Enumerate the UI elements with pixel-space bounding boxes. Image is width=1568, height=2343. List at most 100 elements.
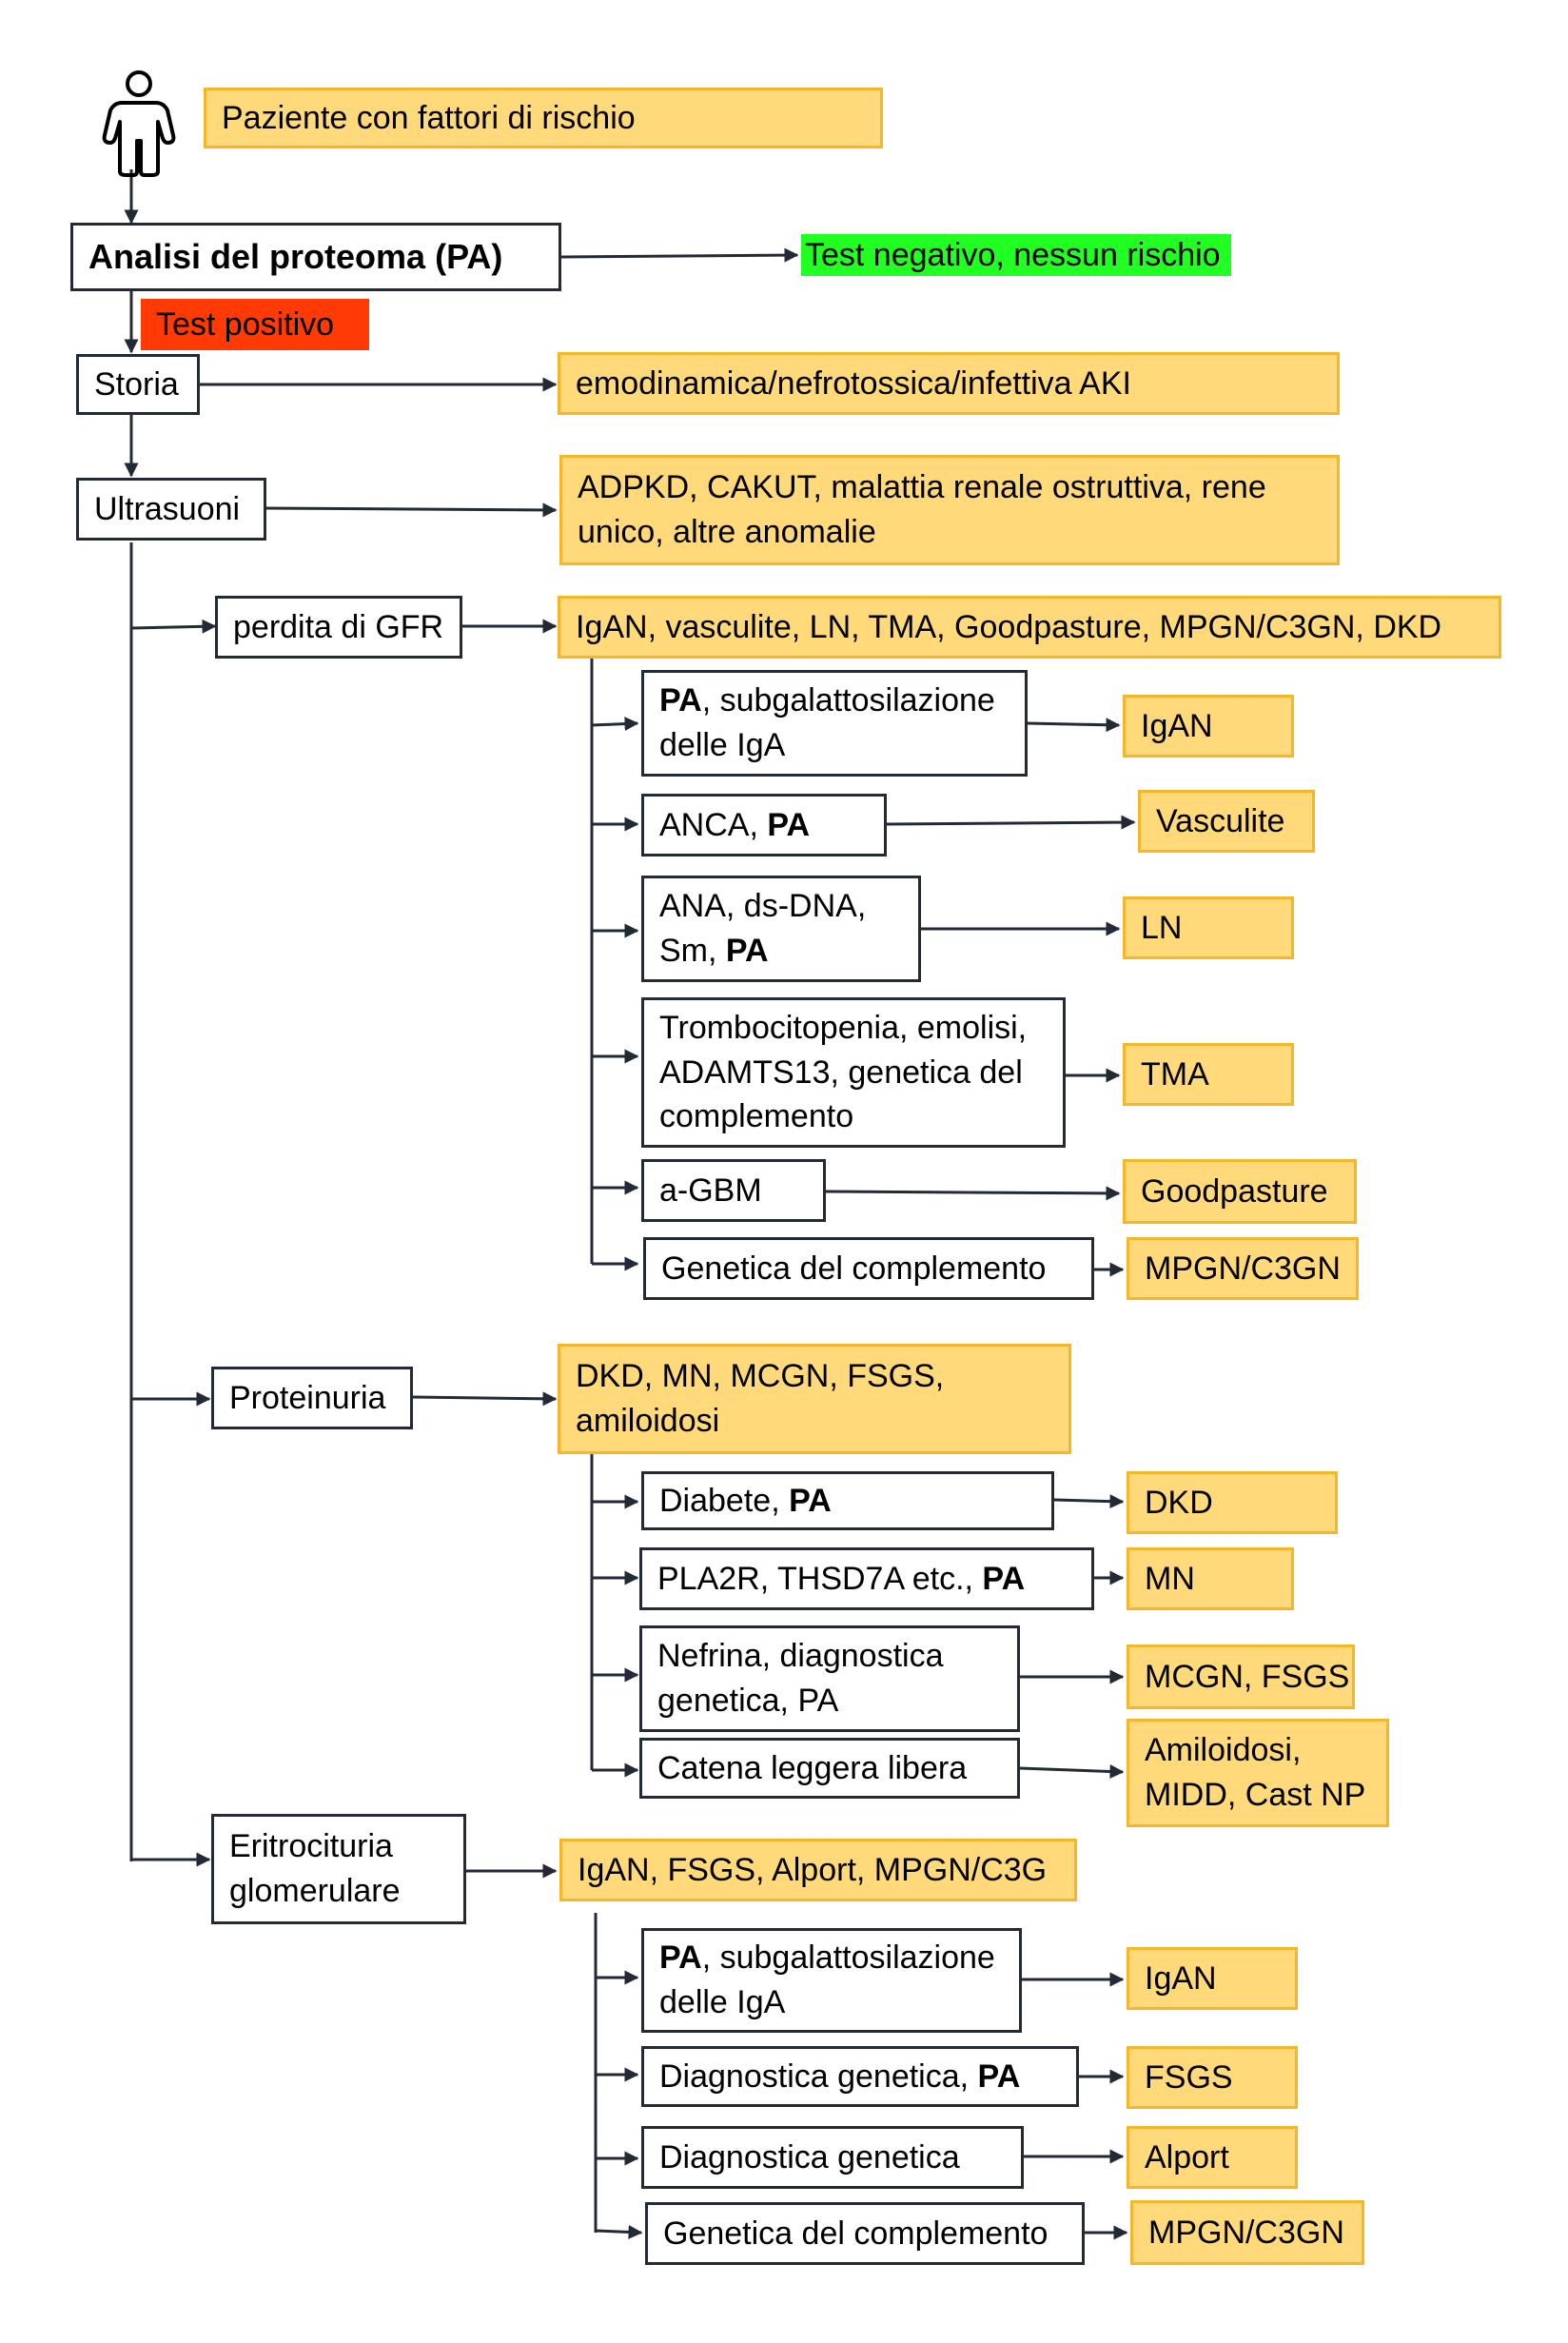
gfr-test-2-prefix: ANCA, bbox=[659, 806, 768, 843]
gfr-result-4-label: TMA bbox=[1141, 1055, 1209, 1093]
arrow-gfr-r5 bbox=[825, 1186, 1121, 1201]
history-label: Storia bbox=[94, 365, 179, 403]
proteome-label: Analisi del proteoma (PA) bbox=[88, 237, 503, 277]
arrow-proteome-negative bbox=[560, 247, 799, 263]
prot-result-4-line1: Amiloidosi, bbox=[1145, 1732, 1302, 1769]
gfr-result-2: Vasculite bbox=[1138, 790, 1315, 853]
pa-marker: PA bbox=[977, 2058, 1021, 2095]
hem-test-2-prefix: Diagnostica genetica, bbox=[659, 2058, 978, 2095]
gfr-test-3-line1: ANA, ds-DNA, bbox=[659, 888, 867, 925]
ultrasound-outcome-line2: unico, altre anomalie bbox=[578, 514, 876, 550]
gfr-test-5: a-GBM bbox=[641, 1159, 826, 1222]
proteinuria-outcome-box: DKD, MN, MCGN, FSGS, amiloidosi bbox=[558, 1344, 1071, 1454]
hematuria-box: Eritrocituria glomerulare bbox=[211, 1814, 466, 1924]
gfr-test-6: Genetica del complemento bbox=[643, 1237, 1094, 1300]
hem-result-1-label: IgAN bbox=[1145, 1959, 1217, 1997]
pa-marker: PA bbox=[767, 806, 811, 843]
gfr-test-3-prefix: Sm, bbox=[659, 933, 726, 969]
hem-result-4: MPGN/C3GN bbox=[1130, 2200, 1364, 2265]
hem-test-4: Genetica del complemento bbox=[645, 2202, 1085, 2265]
prot-result-1-label: DKD bbox=[1145, 1484, 1213, 1521]
positive-box: Test positivo bbox=[141, 299, 369, 350]
proteome-box: Analisi del proteoma (PA) bbox=[70, 223, 561, 291]
pa-marker: PA bbox=[982, 1560, 1026, 1597]
prot-test-4: Catena leggera libera bbox=[639, 1738, 1020, 1799]
hem-result-1: IgAN bbox=[1127, 1947, 1298, 2010]
ultrasound-box: Ultrasuoni bbox=[76, 478, 266, 541]
gfr-test-4-line2: ADAMTS13, genetica del bbox=[659, 1053, 1023, 1091]
negative-label: Test negativo, nessun rischio bbox=[805, 236, 1221, 273]
arrow-gfr-r1 bbox=[1027, 718, 1121, 733]
hem-result-3-label: Alport bbox=[1145, 2138, 1229, 2176]
gfr-test-1-line2: delle IgA bbox=[659, 727, 786, 763]
arrow-gfr-r2 bbox=[886, 815, 1136, 830]
gfr-outcome-box: IgAN, vasculite, LN, TMA, Goodpasture, M… bbox=[558, 596, 1501, 659]
prot-test-3: Nefrina, diagnostica genetica, PA bbox=[639, 1625, 1020, 1732]
patient-label: Paziente con fattori di rischio bbox=[222, 99, 636, 136]
gfr-result-4: TMA bbox=[1123, 1043, 1294, 1106]
arrow-gfr-t1 bbox=[591, 717, 639, 732]
hematuria-outcome-label: IgAN, FSGS, Alport, MPGN/C3G bbox=[578, 1851, 1048, 1888]
gfr-test-4-line3: complemento bbox=[659, 1098, 854, 1135]
hematuria-outcome-box: IgAN, FSGS, Alport, MPGN/C3G bbox=[559, 1839, 1077, 1901]
person-icon bbox=[102, 70, 176, 177]
gfr-test-1-line1: PA, subgalattosilazione bbox=[659, 679, 995, 723]
history-outcome-box: emodinamica/nefrotossica/infettiva AKI bbox=[558, 352, 1340, 415]
proteinuria-label: Proteinuria bbox=[229, 1379, 386, 1416]
hematuria-label-line1: Eritrocituria bbox=[229, 1828, 393, 1865]
prot-result-3-label: MCGN, FSGS bbox=[1145, 1658, 1350, 1695]
gfr-result-3-label: LN bbox=[1141, 909, 1183, 946]
prot-result-2-label: MN bbox=[1145, 1560, 1195, 1597]
gfr-test-1: PA, subgalattosilazione delle IgA bbox=[641, 670, 1028, 777]
hem-test-1-line2: delle IgA bbox=[659, 1984, 786, 2020]
prot-test-2-prefix: PLA2R, THSD7A etc., bbox=[657, 1560, 983, 1597]
prot-test-1-prefix: Diabete, bbox=[659, 1482, 790, 1519]
hem-test-2: Diagnostica genetica, PA bbox=[641, 2046, 1079, 2107]
hematuria-label-line2: glomerulare bbox=[229, 1873, 401, 1909]
gfr-test-4: Trombocitopenia, emolisi, ADAMTS13, gene… bbox=[641, 997, 1066, 1148]
gfr-result-6-label: MPGN/C3GN bbox=[1145, 1250, 1341, 1287]
ultrasound-outcome-line1: ADPKD, CAKUT, malattia renale ostruttiva… bbox=[578, 469, 1266, 506]
proteinuria-outcome-line1: DKD, MN, MCGN, FSGS, bbox=[576, 1358, 945, 1395]
prot-result-4: Amiloidosi, MIDD, Cast NP bbox=[1127, 1719, 1389, 1827]
gfr-result-1: IgAN bbox=[1123, 695, 1294, 758]
arrow-hem-t4 bbox=[595, 2224, 643, 2239]
gfr-test-4-line1: Trombocitopenia, emolisi, bbox=[659, 1009, 1028, 1046]
arrow-ultrasound-outcome bbox=[265, 502, 558, 518]
history-outcome-label: emodinamica/nefrotossica/infettiva AKI bbox=[576, 364, 1131, 402]
gfr-result-3: LN bbox=[1123, 896, 1294, 959]
pa-marker: PA bbox=[789, 1482, 832, 1519]
hem-test-1: PA, subgalattosilazione delle IgA bbox=[641, 1928, 1022, 2033]
arrow-proteinuria-outcome bbox=[412, 1391, 558, 1407]
arrow-prot-r1 bbox=[1053, 1494, 1125, 1509]
prot-result-2: MN bbox=[1127, 1547, 1294, 1610]
prot-test-1: Diabete, PA bbox=[641, 1471, 1054, 1530]
hem-test-1-rest: , subgalattosilazione bbox=[701, 1939, 995, 1977]
gfr-result-5: Goodpasture bbox=[1123, 1159, 1357, 1224]
gfr-outcome-label: IgAN, vasculite, LN, TMA, Goodpasture, M… bbox=[576, 608, 1442, 645]
prot-result-4-line2: MIDD, Cast NP bbox=[1145, 1777, 1366, 1813]
gfr-test-2: ANCA, PA bbox=[641, 794, 887, 856]
prot-test-3-line1: Nefrina, diagnostica bbox=[657, 1638, 944, 1675]
gfr-test-6-label: Genetica del complemento bbox=[661, 1250, 1047, 1287]
hem-result-4-label: MPGN/C3GN bbox=[1148, 2214, 1344, 2251]
prot-test-4-label: Catena leggera libera bbox=[657, 1749, 968, 1786]
hem-result-2-label: FSGS bbox=[1145, 2058, 1233, 2096]
prot-test-2: PLA2R, THSD7A etc., PA bbox=[639, 1547, 1094, 1610]
proteinuria-box: Proteinuria bbox=[211, 1367, 413, 1429]
gfr-result-6: MPGN/C3GN bbox=[1127, 1237, 1359, 1300]
gfr-test-5-label: a-GBM bbox=[659, 1172, 762, 1209]
arrow-prot-r4 bbox=[1019, 1764, 1125, 1779]
proteinuria-outcome-line2: amiloidosi bbox=[576, 1403, 720, 1439]
ultrasound-label: Ultrasuoni bbox=[94, 490, 241, 527]
pa-marker: PA bbox=[659, 682, 702, 719]
hem-test-3: Diagnostica genetica bbox=[641, 2126, 1024, 2189]
pa-marker: PA bbox=[725, 933, 769, 969]
gfr-test-1-rest: , subgalattosilazione bbox=[701, 682, 995, 719]
prot-result-1: DKD bbox=[1127, 1471, 1338, 1534]
hem-test-4-label: Genetica del complemento bbox=[663, 2215, 1049, 2252]
negative-box: Test negativo, nessun rischio bbox=[801, 234, 1231, 276]
prot-test-3-line2: genetica, PA bbox=[657, 1683, 839, 1719]
